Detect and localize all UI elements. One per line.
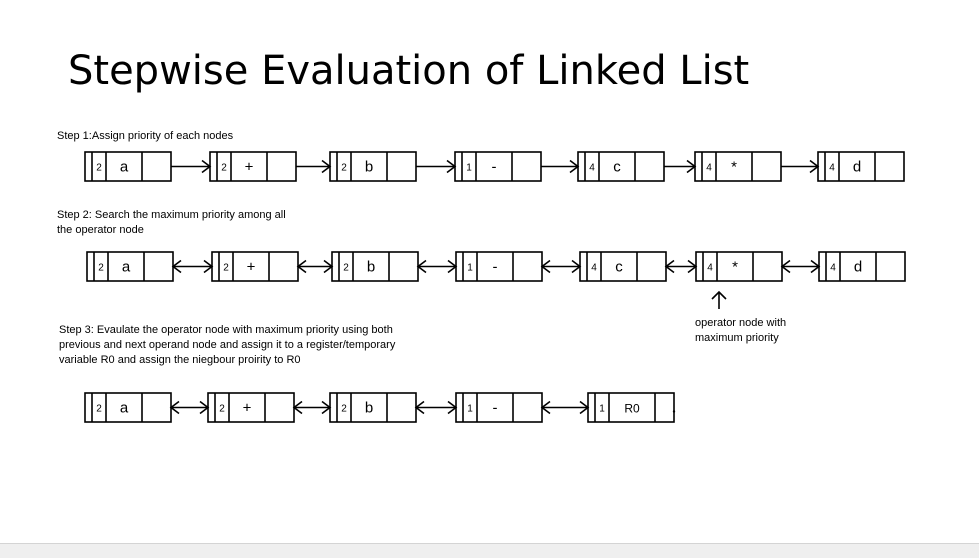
step-2-arrow-left-4 xyxy=(540,259,551,274)
step-3-node-2-value: + xyxy=(243,400,252,417)
annotation-line-1: operator node with xyxy=(695,317,787,329)
step-2-node-2-priority: 2 xyxy=(223,263,229,274)
step-1-arrow-right-2 xyxy=(321,159,332,174)
step-1-label: Step 1:Assign priority of each nodes xyxy=(57,130,234,142)
step-3-node-1-priority: 2 xyxy=(96,404,102,415)
slide-title: Stepwise Evaluation of Linked List xyxy=(68,48,750,94)
max-priority-annotation: operator node with maximum priority xyxy=(695,316,786,346)
step-1-arrow-right-4 xyxy=(569,159,580,174)
step-2-label-line-2: the operator node xyxy=(57,224,144,236)
step-1-node-6-value: * xyxy=(731,159,737,176)
step-3-node-3 xyxy=(329,392,417,423)
step-2-node-4 xyxy=(455,251,543,282)
step-1-node-1 xyxy=(84,151,172,182)
step-3-node-5-value: R0 xyxy=(624,402,640,416)
step-2-node-7-value: d xyxy=(854,259,862,276)
step-1-node-2-value: + xyxy=(245,159,254,176)
step-1-node-5 xyxy=(577,151,665,182)
step-3-node-4-priority: 1 xyxy=(467,404,473,415)
step-3-arrow-right-2 xyxy=(321,400,332,415)
step-3-arrow-left-3 xyxy=(414,400,425,415)
step-3-arrow-left-2 xyxy=(292,400,303,415)
step-1-arrow-right-3 xyxy=(446,159,457,174)
step-3-node-1-value: a xyxy=(120,400,129,417)
step-3-arrow-right-4 xyxy=(579,400,590,415)
step-2-node-4-priority: 1 xyxy=(467,263,473,274)
step-2-arrow-right-3 xyxy=(447,259,458,274)
step-3-label-line-2: previous and next operand node and assig… xyxy=(59,339,396,351)
step-2-node-5-priority: 4 xyxy=(591,263,597,274)
step-2-node-3 xyxy=(331,251,419,282)
step-3-arrow-right-1 xyxy=(199,400,210,415)
step-3-label: Step 3: Evaulate the operator node with … xyxy=(59,323,395,368)
max-priority-pointer-head xyxy=(711,290,727,300)
step-2-node-4-value: - xyxy=(493,259,498,276)
step-1-arrow-right-1 xyxy=(201,159,212,174)
step-2-label: Step 2: Search the maximum priority amon… xyxy=(57,208,286,238)
step-2-arrow-right-2 xyxy=(323,259,334,274)
step-1-node-2 xyxy=(209,151,297,182)
step-2-arrow-right-5 xyxy=(687,259,698,274)
step-2-arrow-left-2 xyxy=(296,259,307,274)
step-2-arrow-left-1 xyxy=(171,259,182,274)
step-1-node-7-priority: 4 xyxy=(829,163,835,174)
step-1-node-4 xyxy=(454,151,542,182)
step-2-arrow-left-3 xyxy=(416,259,427,274)
step-1-node-5-value: c xyxy=(613,159,621,176)
step-2-node-1-priority: 2 xyxy=(98,263,104,274)
step-2-arrow-left-5 xyxy=(664,259,675,274)
step-2-node-6-value: * xyxy=(732,259,738,276)
step-1-node-1-priority: 2 xyxy=(96,163,102,174)
step-2-arrow-right-4 xyxy=(571,259,582,274)
step-1-node-6-priority: 4 xyxy=(706,163,712,174)
step-1-node-4-value: - xyxy=(492,159,497,176)
step-3-label-line-1: Step 3: Evaulate the operator node with … xyxy=(59,324,393,336)
trailing-dot xyxy=(672,410,676,413)
step-3-arrow-left-1 xyxy=(169,400,180,415)
step-3-label-line-3: variable R0 and assign the niegbour proi… xyxy=(59,354,301,366)
step-3-node-5-priority: 1 xyxy=(599,404,605,415)
step-2-node-1 xyxy=(86,251,174,282)
step-1-node-2-priority: 2 xyxy=(221,163,227,174)
step-2-node-2-value: + xyxy=(247,259,256,276)
step-2-node-1-value: a xyxy=(122,259,131,276)
step-3-node-3-priority: 2 xyxy=(341,404,347,415)
step-2-arrow-right-6 xyxy=(810,259,821,274)
step-3-node-2-priority: 2 xyxy=(219,404,225,415)
step-3-node-3-value: b xyxy=(365,400,373,417)
step-2-arrow-left-6 xyxy=(780,259,791,274)
step-3-arrow-right-3 xyxy=(447,400,458,415)
step-3-node-5 xyxy=(587,392,675,423)
step-1-node-3-priority: 2 xyxy=(341,163,347,174)
annotation-line-2: maximum priority xyxy=(695,332,779,344)
status-bar xyxy=(0,543,979,558)
step-2-node-6-priority: 4 xyxy=(707,263,713,274)
step-1-node-1-value: a xyxy=(120,159,129,176)
step-3-node-4-value: - xyxy=(493,400,498,417)
step-1-node-3-value: b xyxy=(365,159,373,176)
step-2-node-5-value: c xyxy=(615,259,623,276)
step-3-arrow-left-4 xyxy=(540,400,551,415)
step-1-node-7-value: d xyxy=(853,159,861,176)
step-1-node-5-priority: 4 xyxy=(589,163,595,174)
step-1-node-3 xyxy=(329,151,417,182)
step-2-node-3-value: b xyxy=(367,259,375,276)
step-2-node-7-priority: 4 xyxy=(830,263,836,274)
step-2-label-line-1: Step 2: Search the maximum priority amon… xyxy=(57,209,286,221)
step-2-arrow-right-1 xyxy=(203,259,214,274)
step-1-node-4-priority: 1 xyxy=(466,163,472,174)
step-1-arrow-right-5 xyxy=(686,159,697,174)
step-1-node-7 xyxy=(817,151,905,182)
step-1-arrow-right-6 xyxy=(809,159,820,174)
step-2-node-3-priority: 2 xyxy=(343,263,349,274)
